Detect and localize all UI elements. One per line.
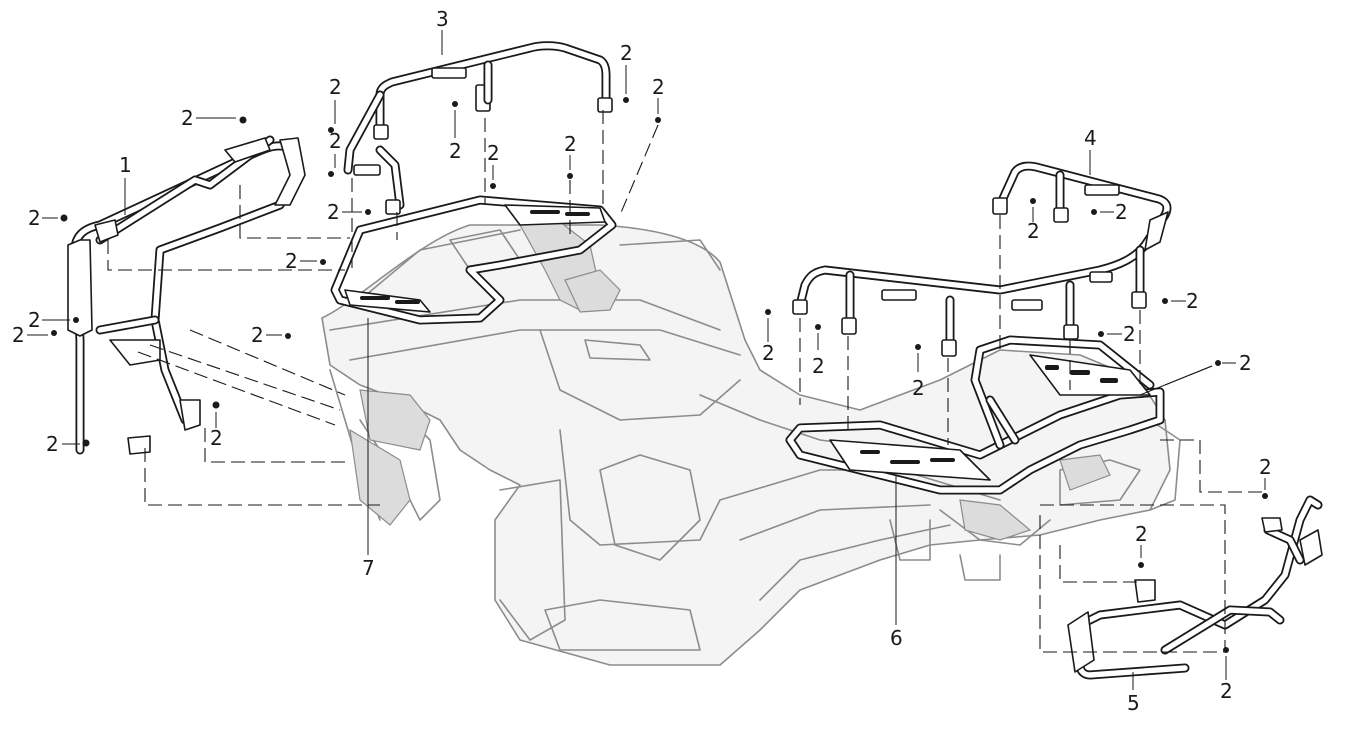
callout-part-2: 2 <box>1186 289 1199 313</box>
callout-part-2: 2 <box>1123 322 1136 346</box>
bolt <box>452 101 458 107</box>
bolt <box>212 401 220 409</box>
callout-part-6: 6 <box>890 626 903 650</box>
callout-part-2: 2 <box>1135 522 1148 546</box>
bolt <box>60 214 68 222</box>
callout-part-2: 2 <box>12 323 25 347</box>
bolt <box>655 117 661 123</box>
bolt <box>765 309 771 315</box>
callout-part-2: 2 <box>487 141 500 165</box>
fastener-bolts <box>51 97 1268 653</box>
callout-part-2: 2 <box>327 200 340 224</box>
callout-leader-lines <box>27 30 1266 690</box>
bolt <box>320 259 326 265</box>
bolt <box>1091 209 1097 215</box>
callout-part-2: 2 <box>46 432 59 456</box>
bolt <box>285 333 291 339</box>
bolt <box>239 116 247 124</box>
bolt <box>490 183 496 189</box>
callout-part-1: 1 <box>119 153 132 177</box>
callout-part-2: 2 <box>28 206 41 230</box>
vehicle-body <box>321 221 1181 666</box>
callout-part-2: 2 <box>251 323 264 347</box>
callout-part-2: 2 <box>449 139 462 163</box>
bolt <box>1223 647 1229 653</box>
callout-part-2: 2 <box>329 129 342 153</box>
callout-part-2: 2 <box>1027 219 1040 243</box>
bolt <box>915 344 921 350</box>
callout-part-2: 2 <box>181 106 194 130</box>
callout-part-2: 2 <box>620 41 633 65</box>
assembly-lead-lines <box>107 110 1262 653</box>
bolt <box>73 317 79 323</box>
callout-part-2: 2 <box>28 308 41 332</box>
bolt <box>1030 198 1036 204</box>
bolt <box>365 209 371 215</box>
callout-part-4: 4 <box>1084 126 1097 150</box>
bolt <box>815 324 821 330</box>
callout-part-2: 2 <box>912 376 925 400</box>
callout-part-2: 2 <box>812 354 825 378</box>
front-upper-rack <box>343 41 613 215</box>
callout-part-2: 2 <box>329 75 342 99</box>
callout-part-2: 2 <box>1239 351 1252 375</box>
callout-part-5: 5 <box>1127 691 1140 715</box>
callout-labels: 1 3 4 5 6 7 2 2 2 2 2 2 2 2 2 2 2 2 2 2 … <box>12 7 1272 715</box>
callout-part-2: 2 <box>762 341 775 365</box>
bolt <box>82 439 90 447</box>
bolt <box>567 173 573 179</box>
callout-part-3: 3 <box>436 7 449 31</box>
rear-bumper <box>1067 495 1323 680</box>
bolt <box>1162 298 1168 304</box>
front-lower-rack <box>330 195 617 325</box>
bolt <box>1098 331 1104 337</box>
callout-part-2: 2 <box>652 75 665 99</box>
bolt <box>1262 493 1268 499</box>
bolt <box>1215 360 1221 366</box>
bolt <box>328 171 334 177</box>
rear-upper-rack <box>792 161 1172 357</box>
front-bumper <box>67 135 306 455</box>
callout-part-2: 2 <box>1115 200 1128 224</box>
bolt <box>1138 562 1144 568</box>
bolt <box>623 97 629 103</box>
callout-part-7: 7 <box>362 556 375 580</box>
callout-part-2: 2 <box>1220 679 1233 703</box>
callout-part-2: 2 <box>210 426 223 450</box>
rear-lower-rack <box>785 335 1165 495</box>
bolt <box>51 330 57 336</box>
bolt <box>328 127 334 133</box>
callout-part-2: 2 <box>564 132 577 156</box>
callout-part-2: 2 <box>285 249 298 273</box>
callout-part-2: 2 <box>1259 455 1272 479</box>
